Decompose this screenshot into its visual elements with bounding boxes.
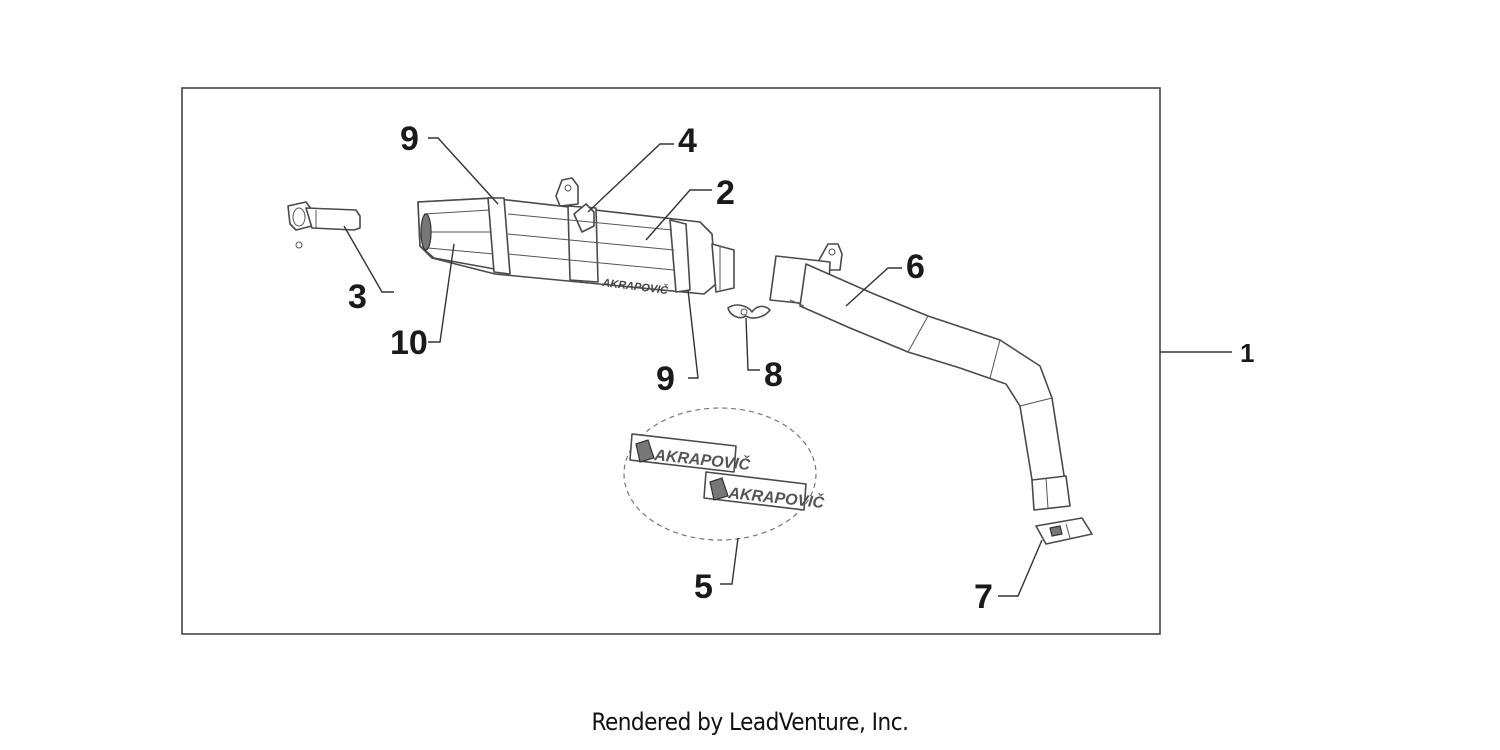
kit-outline-box xyxy=(181,87,1161,635)
callout-9-top[interactable]: 9 xyxy=(400,120,419,158)
leader-3 xyxy=(343,225,394,293)
decal-1: AKRAPOVIČ xyxy=(629,433,751,474)
render-credit: Rendered by LeadVenture, Inc. xyxy=(591,708,909,736)
decal-2: AKRAPOVIČ xyxy=(703,471,825,512)
part-5-decals[interactable]: AKRAPOVIČ AKRAPOVIČ xyxy=(623,407,825,541)
callout-5[interactable]: 5 xyxy=(694,568,713,606)
callout-2[interactable]: 2 xyxy=(716,174,735,212)
part-6-link-pipe[interactable] xyxy=(769,243,1071,511)
callout-9-bottom[interactable]: 9 xyxy=(656,360,675,398)
part-2-muffler[interactable]: AKRAPOVIČ xyxy=(417,177,735,297)
leader-6 xyxy=(845,267,902,307)
callout-10[interactable]: 10 xyxy=(390,324,428,362)
leader-5 xyxy=(720,537,739,585)
callout-6[interactable]: 6 xyxy=(906,248,925,286)
leader-2 xyxy=(645,189,712,241)
part-3-connector[interactable] xyxy=(287,201,361,249)
leader-10 xyxy=(428,243,455,343)
leader-9-bottom xyxy=(687,289,699,379)
callout-7[interactable]: 7 xyxy=(974,578,993,616)
part-7-clamp[interactable] xyxy=(1035,517,1093,545)
leader-9-top xyxy=(428,137,499,205)
callout-4[interactable]: 4 xyxy=(678,122,697,160)
part-8-spring[interactable] xyxy=(727,304,771,319)
callout-8[interactable]: 8 xyxy=(764,356,783,394)
leader-7 xyxy=(998,539,1043,597)
leader-8 xyxy=(745,317,760,371)
callout-1[interactable]: 1 xyxy=(1240,338,1254,368)
decal-group-outline xyxy=(623,407,817,541)
leader-4 xyxy=(587,143,674,213)
callout-3[interactable]: 3 xyxy=(348,278,367,316)
